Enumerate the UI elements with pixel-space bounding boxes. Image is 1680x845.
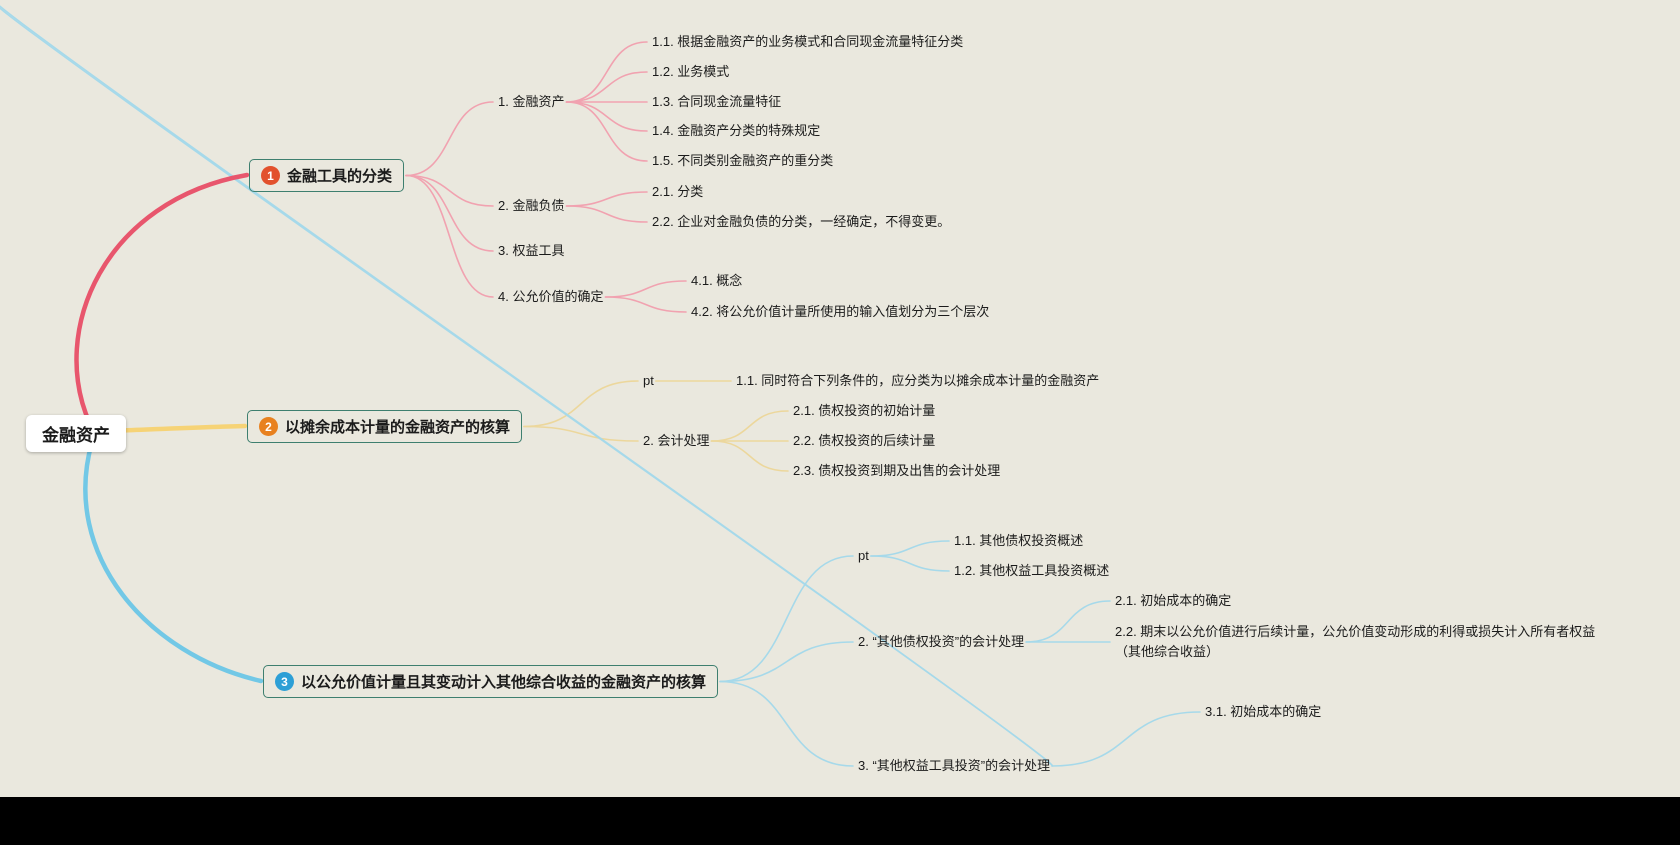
branch-3-topic[interactable]: 3 以公允价值计量且其变动计入其他综合收益的金融资产的核算 <box>263 665 719 698</box>
node-financial-liabilities[interactable]: 2. 金融负债 <box>498 198 565 213</box>
node-accounting-treatment[interactable]: 2. 会计处理 <box>643 433 710 448</box>
leaf-4-1[interactable]: 4.1. 概念 <box>691 273 743 288</box>
leaf-fvoci-2-2[interactable]: 2.2. 期末以公允价值进行后续计量，公允价值变动形成的利得或损失计入所有者权益… <box>1115 624 1596 659</box>
leaf-amortized-2-3[interactable]: 2.3. 债权投资到期及出售的会计处理 <box>793 463 1001 478</box>
leaf-1-1[interactable]: 1.1. 根据金融资产的业务模式和合同现金流量特征分类 <box>652 34 964 49</box>
node-equity-instruments[interactable]: 3. 权益工具 <box>498 243 565 258</box>
leaf-fvoci-1-1[interactable]: 1.1. 其他债权投资概述 <box>954 533 1084 548</box>
leaf-amortized-2-1[interactable]: 2.1. 债权投资的初始计量 <box>793 403 936 418</box>
node-financial-assets[interactable]: 1. 金融资产 <box>498 94 565 109</box>
branch-3-title: 以公允价值计量且其变动计入其他综合收益的金融资产的核算 <box>301 674 707 691</box>
leaf-2-1[interactable]: 2.1. 分类 <box>652 184 704 199</box>
leaf-amortized-1-1[interactable]: 1.1. 同时符合下列条件的，应分类为以摊余成本计量的金融资产 <box>736 373 1100 388</box>
leaf-amortized-2-2[interactable]: 2.2. 债权投资的后续计量 <box>793 433 936 448</box>
leaf-2-2[interactable]: 2.2. 企业对金融负债的分类，一经确定，不得变更。 <box>652 214 951 229</box>
node-pt-fvoci[interactable]: pt <box>858 548 869 563</box>
leaf-fvoci-3-1[interactable]: 3.1. 初始成本的确定 <box>1205 704 1322 719</box>
node-fair-value[interactable]: 4. 公允价值的确定 <box>498 289 604 304</box>
leaf-fvoci-1-2[interactable]: 1.2. 其他权益工具投资概述 <box>954 563 1110 578</box>
leaf-4-2[interactable]: 4.2. 将公允价值计量所使用的输入值划分为三个层次 <box>691 304 990 319</box>
node-pt-amortized[interactable]: pt <box>643 373 654 388</box>
badge-2-icon: 2 <box>259 417 278 436</box>
badge-1-icon: 1 <box>261 166 280 185</box>
leaf-fvoci-2-1[interactable]: 2.1. 初始成本的确定 <box>1115 593 1232 608</box>
branch-2-topic[interactable]: 2 以摊余成本计量的金融资产的核算 <box>247 410 523 443</box>
leaf-1-5[interactable]: 1.5. 不同类别金融资产的重分类 <box>652 153 834 168</box>
node-other-equity-investment[interactable]: 3. “其他权益工具投资”的会计处理 <box>858 758 1051 773</box>
branch-1-topic[interactable]: 1 金融工具的分类 <box>249 159 405 192</box>
leaf-1-4[interactable]: 1.4. 金融资产分类的特殊规定 <box>652 123 821 138</box>
bottom-bar <box>0 797 1680 845</box>
root-node[interactable]: 金融资产 <box>26 415 126 452</box>
leaf-1-3[interactable]: 1.3. 合同现金流量特征 <box>652 94 782 109</box>
badge-3-icon: 3 <box>275 672 294 691</box>
branch-2-title: 以摊余成本计量的金融资产的核算 <box>285 419 511 436</box>
node-other-debt-investment[interactable]: 2. “其他债权投资”的会计处理 <box>858 634 1025 649</box>
leaf-1-2[interactable]: 1.2. 业务模式 <box>652 64 730 79</box>
branch-1-title: 金融工具的分类 <box>287 168 393 185</box>
